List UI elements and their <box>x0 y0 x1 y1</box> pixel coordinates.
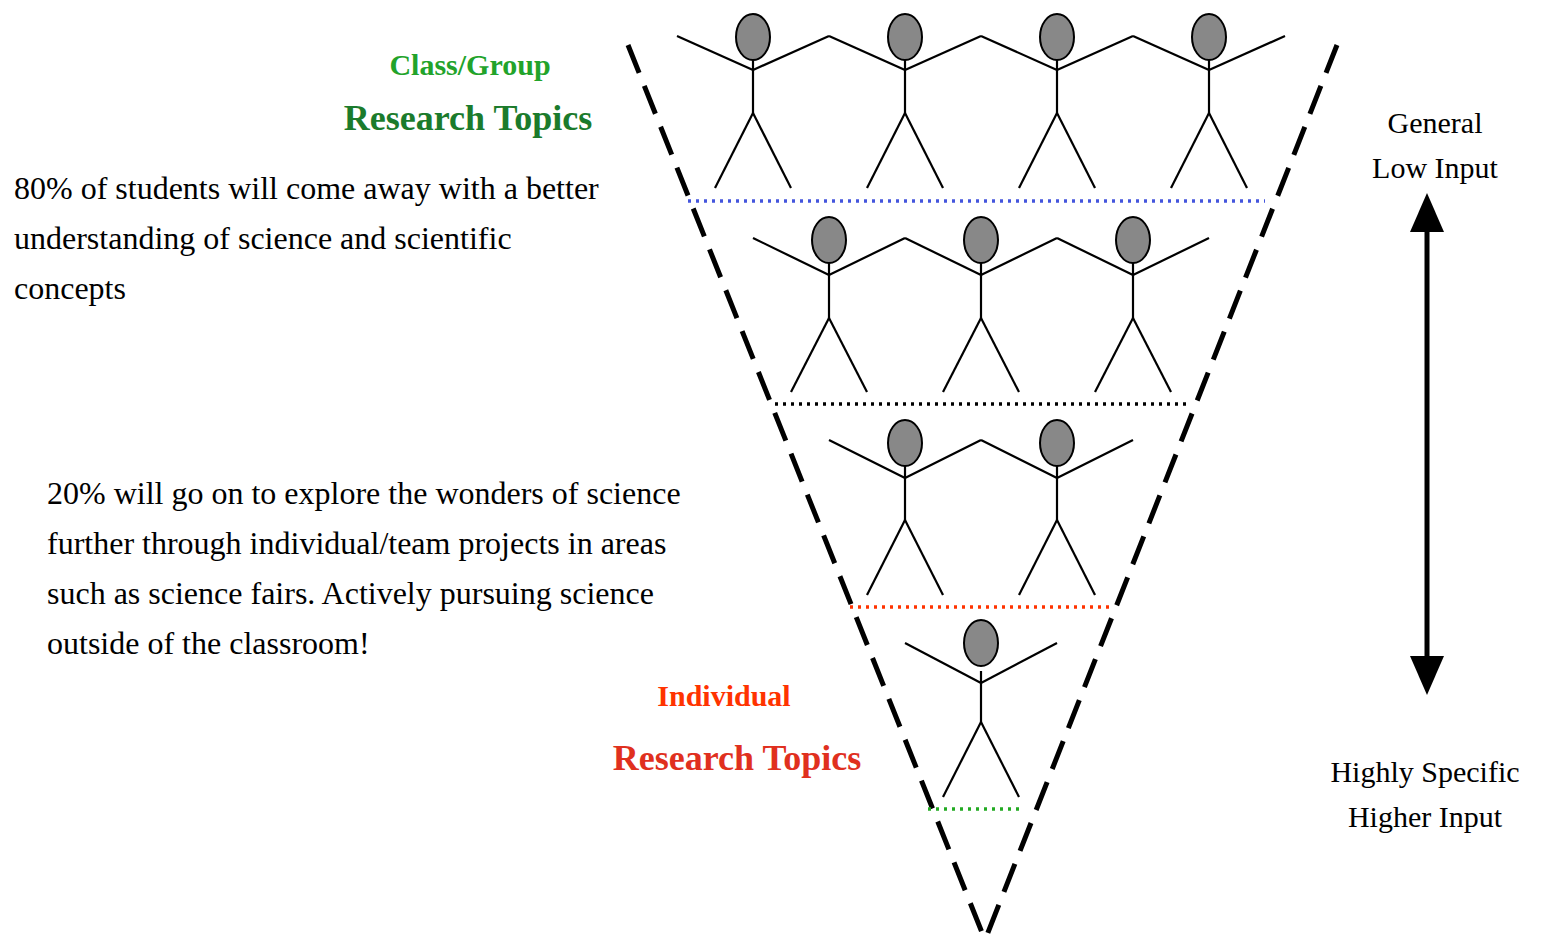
figure-leg <box>1095 318 1133 392</box>
level-divider <box>688 199 1265 203</box>
figure-leg <box>867 520 905 595</box>
figure-leg <box>1019 113 1057 188</box>
figure-leg <box>1133 318 1171 392</box>
note-text: 20% will go on to explore the wonders of… <box>47 469 707 669</box>
axis-label: Highly Specific Higher Input <box>1308 749 1543 839</box>
section-heading: Individual <box>624 681 824 711</box>
axis-label: General Low Input <box>1365 100 1505 190</box>
figure-leg <box>943 318 981 392</box>
figure-body <box>1132 263 1134 318</box>
funnel-edge <box>628 45 985 940</box>
figure-body <box>980 671 982 722</box>
figure-leg <box>791 318 829 392</box>
figure-head <box>1192 14 1226 60</box>
arrow-head <box>1410 656 1444 695</box>
figure-leg <box>1057 113 1095 188</box>
figure-leg <box>981 722 1019 797</box>
figure-body <box>1208 58 1210 113</box>
note-text: 80% of students will come away with a be… <box>14 164 604 314</box>
figure-leg <box>943 722 981 797</box>
figure-head <box>888 420 922 466</box>
figure-head <box>964 217 998 263</box>
section-heading: Research Topics <box>577 740 897 776</box>
figure-body <box>904 58 906 113</box>
figure-leg <box>981 318 1019 392</box>
figure-leg <box>905 520 943 595</box>
figure-leg <box>829 318 867 392</box>
figure-leg <box>715 113 753 188</box>
stick-figures <box>677 14 1285 797</box>
figure-head <box>964 620 998 666</box>
figure-head <box>1116 217 1150 263</box>
funnel-edge <box>985 45 1337 940</box>
figure-leg <box>1171 113 1209 188</box>
figure-leg <box>1057 520 1095 595</box>
figure-head <box>736 14 770 60</box>
arrow-head <box>1410 193 1444 232</box>
figure-leg <box>753 113 791 188</box>
figure-head <box>812 217 846 263</box>
level-divider <box>775 402 1190 406</box>
figure-body <box>904 466 906 520</box>
section-heading: Research Topics <box>308 100 628 136</box>
double-arrow-shaft <box>1425 225 1430 665</box>
figure-head <box>1040 14 1074 60</box>
figure-leg <box>905 113 943 188</box>
figure-head <box>888 14 922 60</box>
figure-leg <box>1019 520 1057 595</box>
figure-body <box>828 263 830 318</box>
figure-body <box>1056 58 1058 113</box>
level-divider <box>850 605 1112 609</box>
figure-body <box>752 58 754 113</box>
figure-body <box>1056 466 1058 520</box>
figure-head <box>1040 420 1074 466</box>
figure-leg <box>867 113 905 188</box>
figure-body <box>980 263 982 318</box>
figure-leg <box>1209 113 1247 188</box>
level-divider <box>928 807 1020 811</box>
section-heading: Class/Group <box>340 50 600 80</box>
